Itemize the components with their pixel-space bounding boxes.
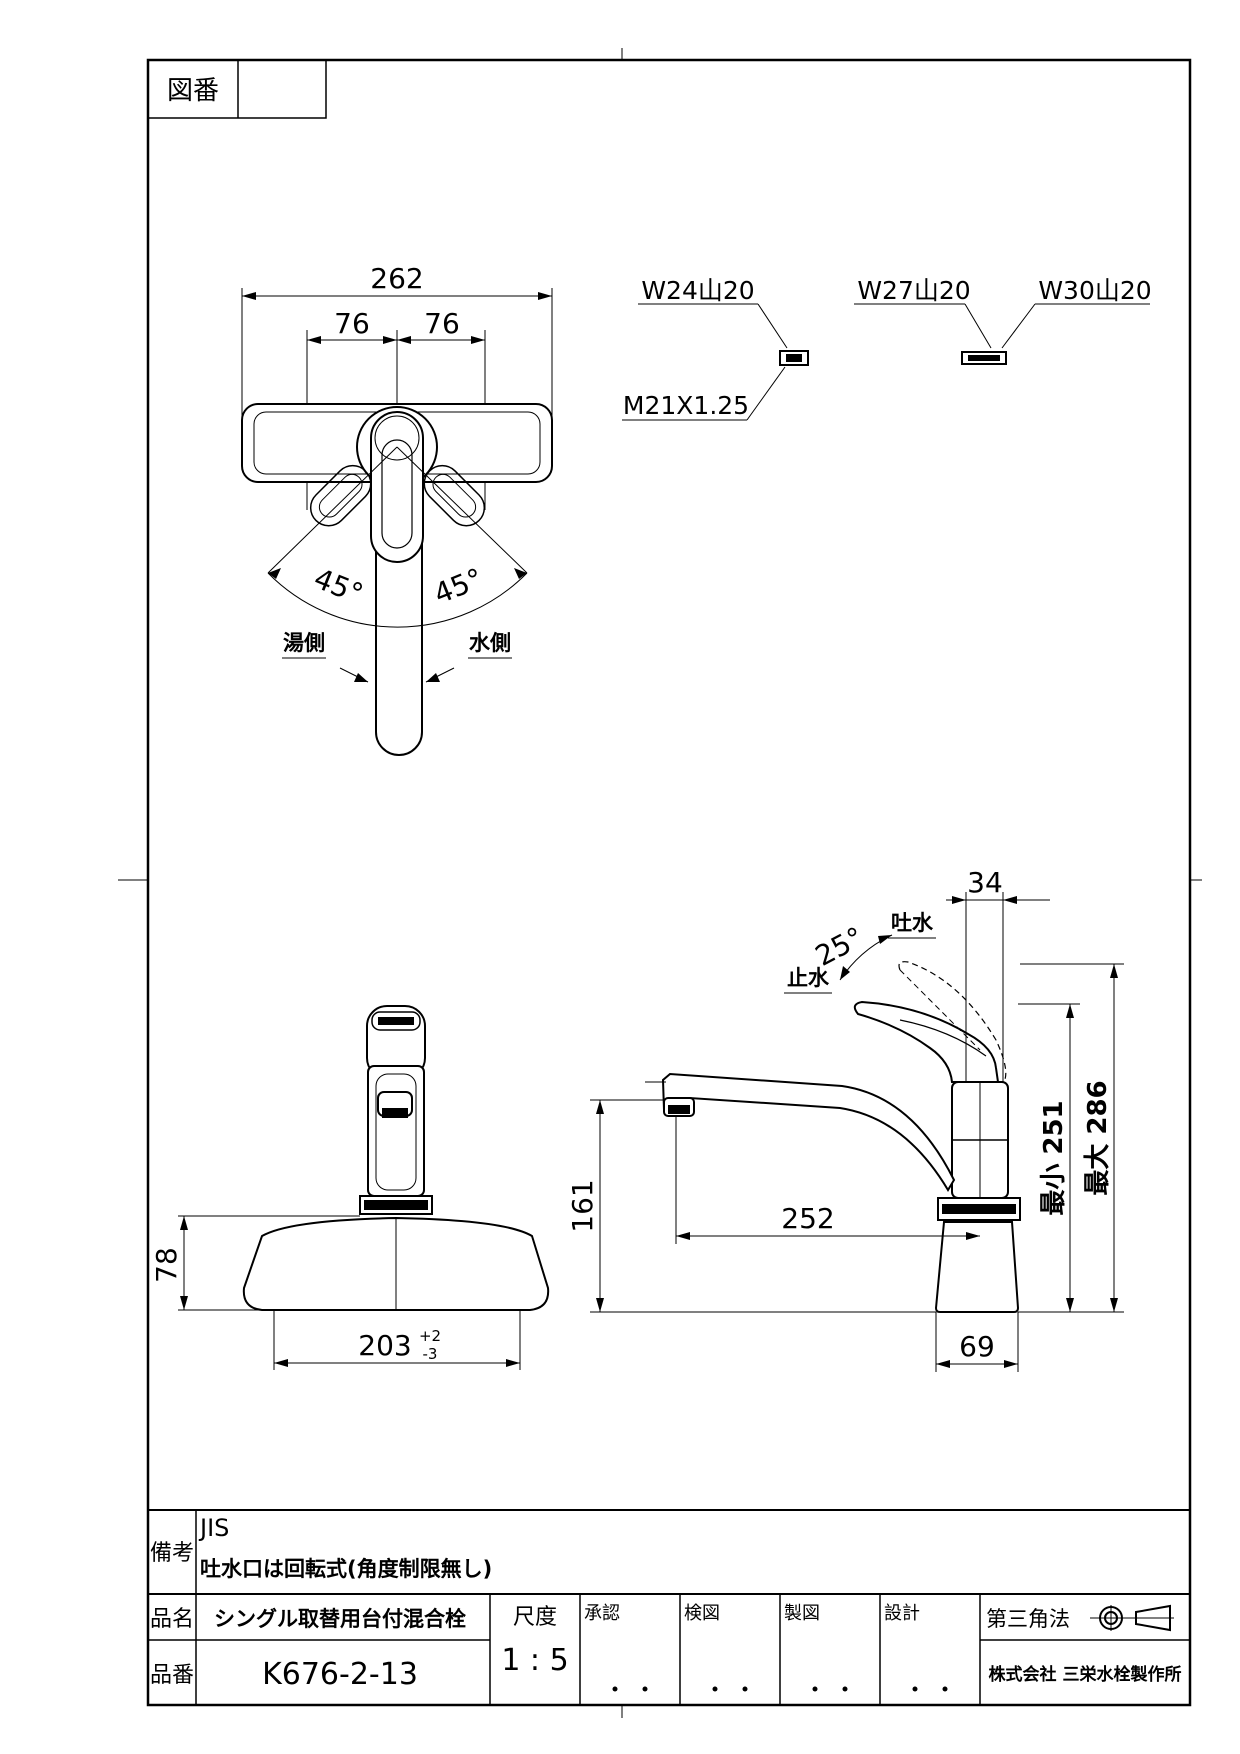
dim-78: 78 [150, 1247, 183, 1283]
tolerance-plus: +2 [419, 1327, 441, 1345]
sign-dots [612, 1686, 948, 1692]
cold-side-label: 水側 [469, 631, 511, 655]
product-name-value: シングル取替用台付混合栓 [214, 1607, 466, 1631]
outlet-label: 吐水 [891, 911, 934, 935]
angle-45-right: 45° [429, 562, 487, 611]
nut-w30-label: W30山20 [1038, 276, 1151, 305]
dim-76-right: 76 [424, 307, 460, 340]
dim-max-286: 最大 286 [1083, 1080, 1113, 1195]
dim-69: 69 [959, 1330, 995, 1363]
side-view: 34 25° 吐水 止水 161 252 最小 251 最大 28 [566, 866, 1124, 1372]
remarks-line1: JIS [198, 1514, 229, 1542]
front-view: 78 203 +2 -3 [150, 1005, 550, 1370]
product-name-label: 品名 [150, 1607, 194, 1632]
approve-label: 承認 [584, 1603, 620, 1624]
drawing-number-box: 図番 [147, 59, 327, 119]
remarks-label: 備考 [150, 1541, 194, 1566]
nut-w24-label: W24山20 [641, 276, 754, 305]
sheet-border [146, 58, 1192, 1707]
company-name: 株式会社 三栄水栓製作所 [989, 1664, 1182, 1685]
check-label: 検図 [684, 1603, 720, 1624]
dim-161: 161 [566, 1179, 599, 1232]
dim-min-251: 最小 251 [1039, 1100, 1069, 1215]
projection-label: 第三角法 [986, 1607, 1070, 1631]
stop-label: 止水 [787, 966, 830, 990]
third-angle-projection-icon [1090, 1604, 1174, 1632]
scale-label: 尺度 [513, 1605, 557, 1630]
dim-203: 203 [358, 1329, 411, 1362]
scale-value: 1 : 5 [501, 1643, 568, 1678]
remarks-line2: 吐水口は回転式(角度制限無し) [200, 1557, 492, 1581]
top-view: 262 76 76 [241, 262, 553, 756]
draw-label: 製図 [784, 1603, 820, 1624]
dim-34: 34 [967, 866, 1003, 899]
hot-side-label: 湯側 [283, 631, 325, 655]
nut-details: W24山20 M21X1.25 W27山20 W30山20 [622, 276, 1152, 421]
lever-angle: 25° [810, 920, 869, 972]
nut-w27-label: W27山20 [857, 276, 970, 305]
nut-m21-label: M21X1.25 [623, 391, 749, 420]
design-label: 設計 [884, 1603, 920, 1624]
dim-76-left: 76 [334, 307, 370, 340]
angle-45-left: 45° [309, 562, 367, 611]
dim-252: 252 [781, 1202, 834, 1235]
tolerance-minus: -3 [423, 1345, 438, 1363]
product-number-label: 品番 [150, 1663, 194, 1688]
product-number-value: K676-2-13 [262, 1657, 418, 1692]
dim-262: 262 [370, 262, 423, 295]
title-block: 備考 JIS 吐水口は回転式(角度制限無し) 品名 シングル取替用台付混合栓 品… [148, 1509, 1190, 1705]
drawing-number-label: 図番 [167, 76, 219, 106]
